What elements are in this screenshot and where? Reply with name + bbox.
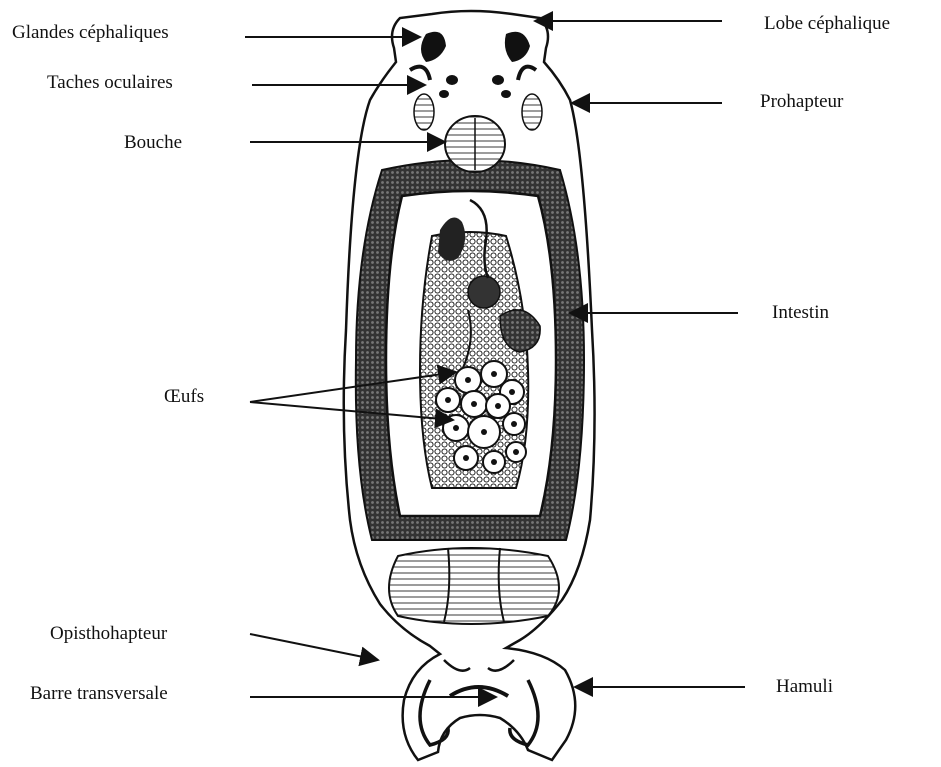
label-prohapteur: Prohapteur: [760, 92, 843, 111]
testis: [468, 276, 500, 308]
eye-spot-4: [501, 90, 511, 98]
eye-spot-1: [446, 75, 458, 85]
arrow-opistho: [250, 634, 378, 660]
label-bouche: Bouche: [124, 133, 182, 152]
label-hamuli: Hamuli: [776, 677, 833, 696]
label-barre-transversale: Barre transversale: [30, 684, 168, 703]
prohaptor-pad-left: [414, 94, 434, 130]
label-taches-oculaires: Taches oculaires: [47, 73, 173, 92]
label-opisthohapteur: Opisthohapteur: [50, 624, 167, 643]
haptor-muscles: [389, 548, 559, 624]
prohaptor-pad-right: [522, 94, 542, 130]
eye-spot-3: [439, 90, 449, 98]
eye-spot-2: [492, 75, 504, 85]
label-glandes-cephaliques: Glandes céphaliques: [12, 23, 169, 42]
label-oeufs: Œufs: [164, 387, 204, 406]
label-intestin: Intestin: [772, 303, 829, 322]
label-lobe-cephalique: Lobe céphalique: [764, 14, 890, 33]
